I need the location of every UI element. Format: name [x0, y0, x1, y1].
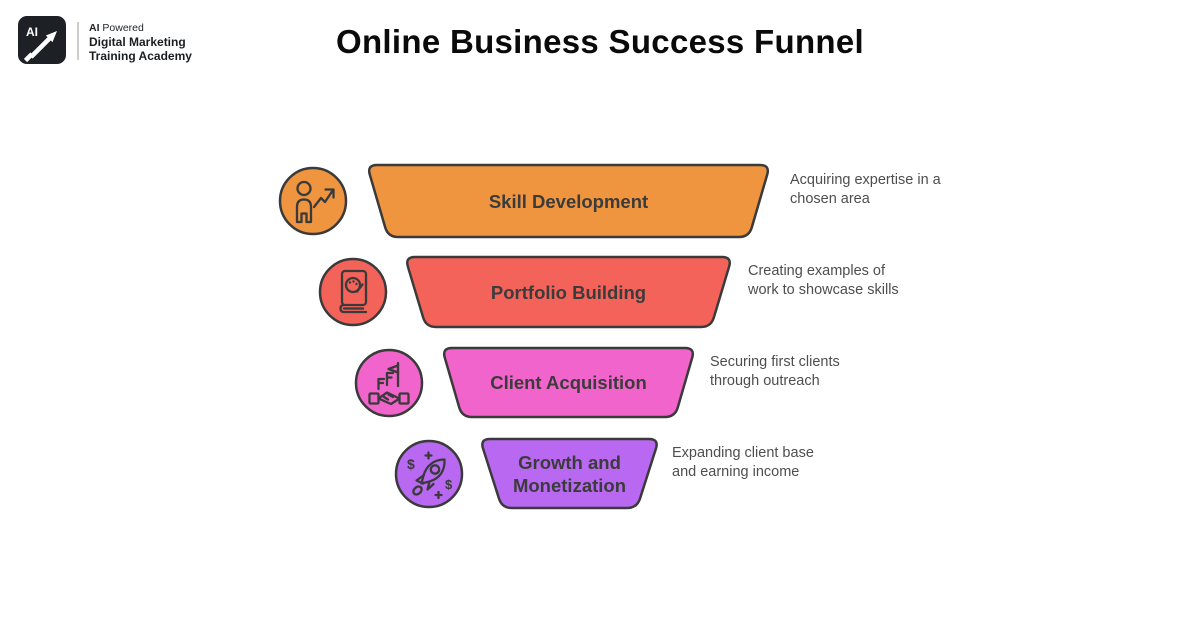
stage-description-1: Acquiring expertise in a chosen area	[790, 172, 941, 207]
logo-arrow-dash	[23, 52, 34, 63]
logo-line-digital-marketing: Digital Marketing	[89, 35, 186, 49]
stage-description-3: Securing first clients through outreach	[710, 354, 840, 389]
funnel-stage-shape-4	[481, 437, 658, 510]
funnel-stage-shape-1	[367, 163, 770, 239]
rocket-money-icon: $ $	[394, 439, 464, 509]
svg-text:$: $	[407, 456, 415, 472]
portfolio-book-icon	[318, 257, 388, 327]
logo-line-ai-powered: AI Powered	[89, 22, 144, 34]
person-growth-icon	[278, 166, 348, 236]
handshake-flag-icon	[354, 348, 424, 418]
logo-wordmark: AI Powered Digital Marketing Training Ac…	[89, 22, 192, 63]
svg-text:$: $	[445, 477, 453, 492]
logo-line-training-academy: Training Academy	[89, 48, 192, 63]
academy-logo: AI	[18, 16, 66, 64]
logo-arrow-shaft	[29, 36, 52, 59]
logo-divider	[77, 22, 79, 60]
funnel-stage-shape-2	[405, 255, 732, 329]
page-title: Online Business Success Funnel	[336, 23, 864, 60]
logo-ai-text: AI	[26, 25, 38, 39]
stage-description-2: Creating examples of work to showcase sk…	[748, 263, 899, 298]
funnel-stage-shape-3	[442, 346, 695, 419]
logo-background	[18, 16, 66, 64]
stage-description-4: Expanding client base and earning income	[672, 445, 814, 480]
logo-arrow-head	[45, 31, 57, 43]
